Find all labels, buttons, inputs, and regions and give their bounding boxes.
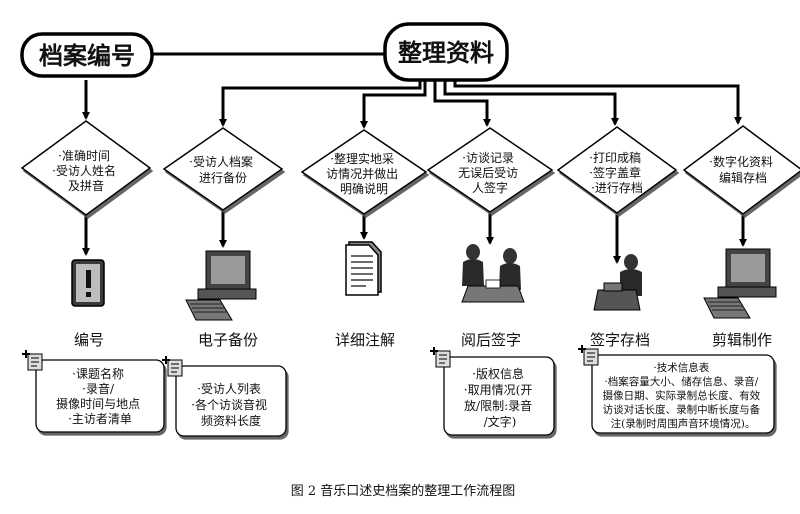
svg-text:·受访人档案 进行备份: ·受访人档案 进行备份 <box>189 154 257 185</box>
svg-text:·技术信息表 ·档案容量大小、储存信息、录音/: ·技术信息表 ·档案容量大小、储存信息、录音/ 摄像日期、实际录制总长度、有效 … <box>603 361 764 430</box>
note-line: ·档案容量大小、储存信息、录音/ <box>604 375 758 388</box>
step-label: 详细注解 <box>335 331 395 349</box>
diamond-line: ·数字化资料 <box>709 154 773 169</box>
top-box-label: 档案编号 <box>39 42 135 70</box>
computer-icon <box>185 250 257 321</box>
connectors <box>82 52 747 264</box>
note-box-4: ·技术信息表 ·档案容量大小、储存信息、录音/ 摄像日期、实际录制总长度、有效 … <box>578 345 775 434</box>
svg-text:·访谈记录 无误后受访 人签: ·访谈记录 无误后受访 人签字 <box>458 151 522 195</box>
note-icon <box>22 350 43 371</box>
svg-text:·整理实地采 访情况并做出: ·整理实地采 访情况并做出 明确说明 <box>326 151 402 196</box>
warning-sign-icon <box>71 259 105 307</box>
diamond-group: ·准确时间 ·受访人姓名 及拼音 ·受访人档案 进行备份 ·整理实地采 访情况并… <box>20 120 800 216</box>
note-line: ·技术信息表 <box>653 361 709 374</box>
diamond-step-4: ·访谈记录 无误后受访 人签字 <box>426 127 554 213</box>
top-box-organize-materials: 整理资料 <box>383 22 509 82</box>
diamond-step-6: ·数字化资料 编辑存档 <box>682 125 800 215</box>
archive-worker-icon <box>593 254 642 311</box>
note-line: ·版权信息 <box>472 366 524 381</box>
note-line: 摄像日期、实际录制总长度、有效 <box>603 389 761 402</box>
note-line: 访谈对话长度、录制中断长度与备 <box>603 403 761 416</box>
diamond-line: ·受访人档案 <box>189 154 253 169</box>
note-box-1: ·课题名称 ·录音/ 摄像时间与地点 ·主访者清单 <box>22 350 165 433</box>
note-line: ·录音/ <box>82 381 115 396</box>
diamond-line: ·打印成稿 <box>589 150 641 165</box>
note-line: 频资料长度 <box>201 413 261 428</box>
diamond-step-2: ·受访人档案 进行备份 <box>162 127 284 211</box>
diamond-line: 人签字 <box>472 180 508 195</box>
diamond-step-3: ·整理实地采 访情况并做出 明确说明 <box>300 129 428 215</box>
diamond-line: ·受访人姓名 <box>52 163 116 178</box>
svg-text:·受访人列表 ·各个访谈音视 频资料: ·受访人列表 ·各个访谈音视 频资料长度 <box>191 382 271 428</box>
note-icon <box>162 356 183 377</box>
svg-text:·课题名称 ·录音/ 摄像时间与地点: ·课题名称 ·录音/ 摄像时间与地点 ·主访者清单 <box>56 366 144 426</box>
document-icon <box>345 241 382 296</box>
step-labels: 编号 电子备份 详细注解 阅后签字 签字存档 剪辑制作 <box>74 331 772 349</box>
note-icon <box>578 345 599 366</box>
note-line: ·取用情况(开 <box>464 383 533 397</box>
signing-people-icon <box>461 244 525 303</box>
note-line: 放/限制:录音 <box>464 398 532 413</box>
note-line: 注(录制时周围声音环境情况)。 <box>611 417 756 430</box>
note-line: ·受访人列表 <box>197 382 261 396</box>
note-box-3: ·版权信息 ·取用情况(开 放/限制:录音 /文字) <box>430 347 555 436</box>
diamond-line: 编辑存档 <box>719 170 767 185</box>
svg-text:·版权信息 ·取用情况(开 放/限制: ·版权信息 ·取用情况(开 放/限制:录音 /文字) <box>464 366 536 429</box>
note-line: ·课题名称 <box>72 366 124 381</box>
computer-icon <box>703 248 777 319</box>
diamond-line: 访情况并做出 <box>326 166 398 181</box>
diamond-line: 明确说明 <box>340 181 388 196</box>
diamond-line: ·签字盖章 <box>589 165 641 180</box>
step-label: 电子备份 <box>198 331 258 349</box>
diamond-line: 及拼音 <box>68 178 104 193</box>
diamond-line: 无误后受访 <box>458 166 518 180</box>
diamond-step-5: ·打印成稿 ·签字盖章 ·进行存档 <box>556 126 678 214</box>
diamond-line: ·访谈记录 <box>462 151 514 165</box>
note-line: ·各个访谈音视 <box>191 397 267 412</box>
diamond-line: ·准确时间 <box>58 149 110 163</box>
figure-caption: 图 2 音乐口述史档案的整理工作流程图 <box>291 483 516 499</box>
step-label: 编号 <box>74 331 104 349</box>
diamond-line: ·进行存档 <box>591 181 643 195</box>
diamond-line: ·整理实地采 <box>330 151 394 166</box>
note-box-2: ·受访人列表 ·各个访谈音视 频资料长度 <box>162 356 287 437</box>
diamond-step-1: ·准确时间 ·受访人姓名 及拼音 <box>20 120 152 216</box>
step-label: 阅后签字 <box>461 331 521 349</box>
note-line: 摄像时间与地点 <box>56 396 140 411</box>
step-label: 剪辑制作 <box>712 331 772 349</box>
top-box-archive-number: 档案编号 <box>20 32 154 78</box>
svg-text:·准确时间 ·受访人姓名 及: ·准确时间 ·受访人姓名 及拼音 <box>52 149 120 193</box>
diamond-line: 进行备份 <box>199 171 247 185</box>
note-line: /文字) <box>484 414 517 429</box>
note-line: ·主访者清单 <box>68 412 132 426</box>
top-box-label: 整理资料 <box>398 39 494 67</box>
svg-text:·打印成稿 ·签字盖章 ·进: ·打印成稿 ·签字盖章 ·进行存档 <box>589 150 645 195</box>
step-label: 签字存档 <box>590 331 650 349</box>
note-icon <box>430 347 451 368</box>
svg-text:·数字化资料 编辑存档: ·数字化资料 编辑存档 <box>709 154 777 185</box>
